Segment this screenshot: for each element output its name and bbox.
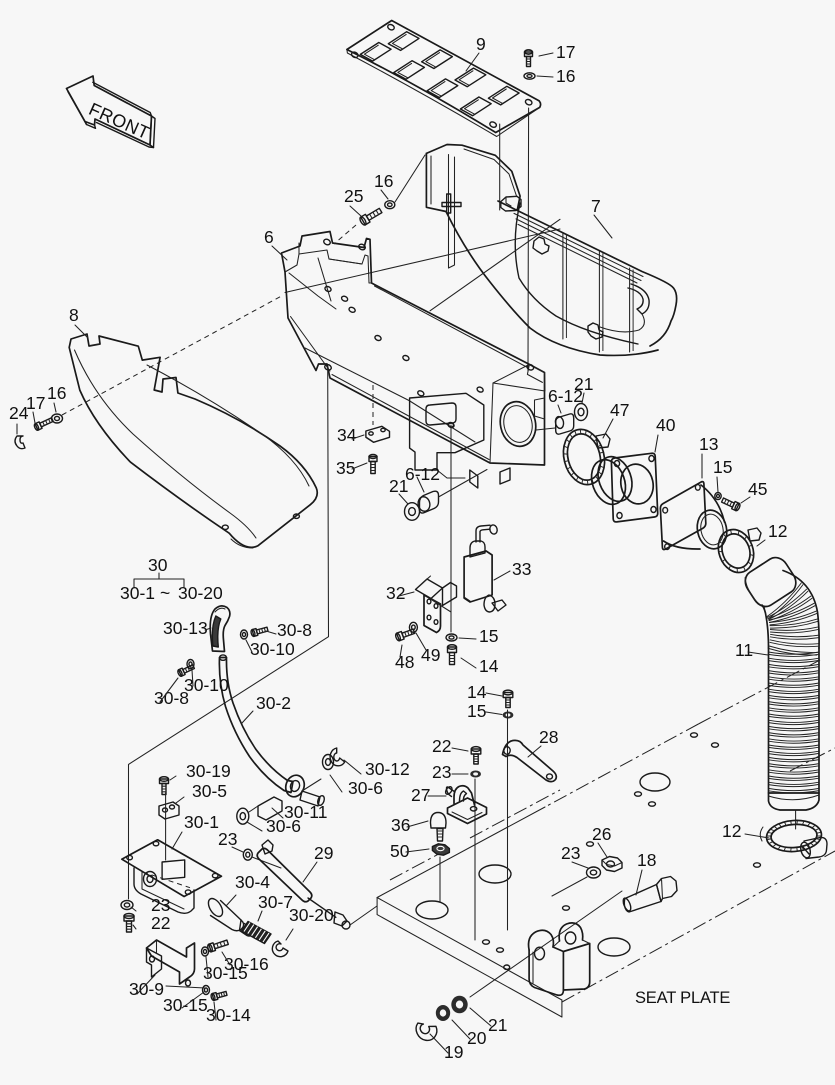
svg-text:11: 11 — [735, 640, 753, 660]
svg-text:17: 17 — [556, 42, 575, 62]
svg-text:30-10: 30-10 — [184, 675, 229, 695]
svg-text:7: 7 — [591, 196, 601, 216]
svg-text:29: 29 — [314, 843, 333, 863]
svg-text:14: 14 — [479, 656, 499, 676]
svg-text:28: 28 — [539, 727, 558, 747]
svg-text:40: 40 — [656, 415, 676, 435]
svg-text:36: 36 — [391, 815, 410, 835]
svg-text:30-15: 30-15 — [203, 963, 248, 983]
svg-text:6-12: 6-12 — [405, 464, 440, 484]
svg-text:30-1: 30-1 — [184, 812, 219, 832]
svg-text:18: 18 — [637, 850, 656, 870]
svg-text:30-12: 30-12 — [365, 759, 410, 779]
svg-text:34: 34 — [337, 425, 357, 445]
svg-text:8: 8 — [69, 305, 79, 325]
svg-text:14: 14 — [467, 682, 487, 702]
svg-text:23: 23 — [432, 762, 451, 782]
svg-text:15: 15 — [479, 626, 498, 646]
svg-text:26: 26 — [592, 824, 611, 844]
svg-text:27: 27 — [411, 785, 430, 805]
svg-text:49: 49 — [421, 645, 440, 665]
svg-text:25: 25 — [344, 186, 363, 206]
svg-text:16: 16 — [47, 383, 66, 403]
svg-text:30-10: 30-10 — [250, 639, 295, 659]
svg-text:30-9: 30-9 — [129, 979, 164, 999]
svg-text:20: 20 — [467, 1028, 487, 1048]
svg-text:30-8: 30-8 — [154, 688, 189, 708]
svg-text:30-6: 30-6 — [348, 778, 383, 798]
svg-text:15: 15 — [467, 701, 486, 721]
svg-text:~: ~ — [160, 583, 170, 603]
svg-text:22: 22 — [151, 913, 170, 933]
svg-text:15: 15 — [713, 457, 732, 477]
svg-text:21: 21 — [389, 476, 408, 496]
svg-text:30-19: 30-19 — [186, 761, 231, 781]
svg-text:48: 48 — [395, 652, 414, 672]
svg-text:35: 35 — [336, 458, 355, 478]
svg-text:22: 22 — [432, 736, 451, 756]
svg-text:47: 47 — [610, 400, 629, 420]
svg-text:30-4: 30-4 — [235, 872, 270, 892]
svg-text:23: 23 — [218, 829, 237, 849]
svg-text:17: 17 — [26, 393, 45, 413]
svg-text:30-7: 30-7 — [258, 892, 293, 912]
svg-text:12: 12 — [722, 821, 741, 841]
svg-text:30-1: 30-1 — [120, 583, 155, 603]
svg-text:30-2: 30-2 — [256, 693, 291, 713]
svg-text:30-5: 30-5 — [192, 781, 227, 801]
svg-text:30: 30 — [148, 555, 168, 575]
svg-text:23: 23 — [151, 895, 170, 915]
svg-text:6: 6 — [264, 227, 274, 247]
svg-text:30-6: 30-6 — [266, 816, 301, 836]
svg-text:21: 21 — [574, 374, 593, 394]
svg-text:45: 45 — [748, 479, 767, 499]
svg-text:30-20: 30-20 — [178, 583, 223, 603]
svg-text:50: 50 — [390, 841, 410, 861]
svg-text:12: 12 — [768, 521, 787, 541]
svg-text:9: 9 — [476, 34, 486, 54]
svg-text:30-20: 30-20 — [289, 905, 334, 925]
svg-text:30-14: 30-14 — [206, 1005, 251, 1025]
svg-text:16: 16 — [556, 66, 575, 86]
svg-text:13: 13 — [699, 434, 718, 454]
svg-text:23: 23 — [561, 843, 580, 863]
svg-text:30-13: 30-13 — [163, 618, 208, 638]
svg-text:32: 32 — [386, 583, 405, 603]
svg-text:33: 33 — [512, 559, 531, 579]
svg-text:16: 16 — [374, 171, 393, 191]
svg-text:SEAT PLATE: SEAT PLATE — [635, 989, 730, 1007]
svg-text:21: 21 — [488, 1015, 507, 1035]
svg-text:30-8: 30-8 — [277, 620, 312, 640]
